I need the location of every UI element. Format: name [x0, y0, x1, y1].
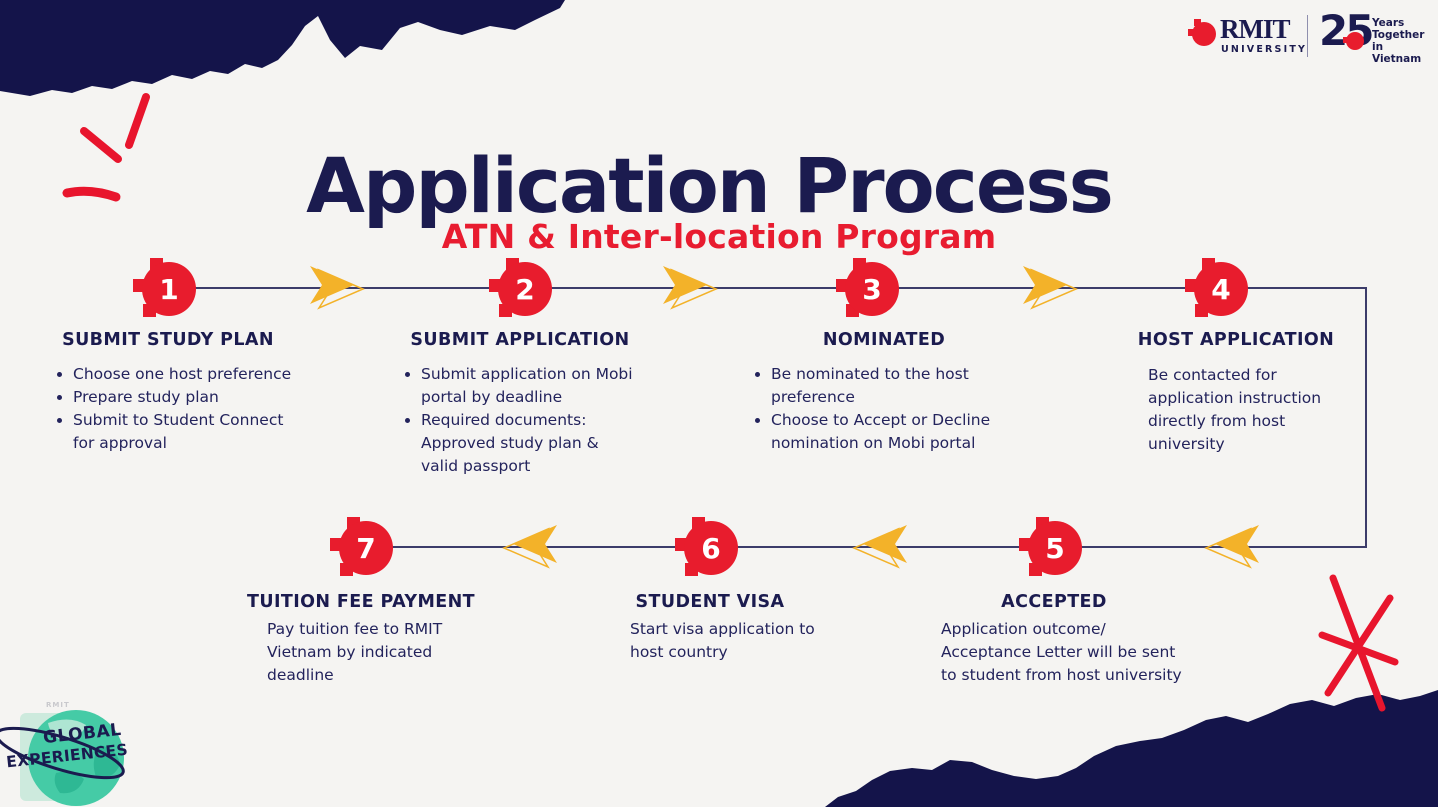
- step-6-badge: 6: [675, 517, 738, 576]
- bullet-item: Required documents: Approved study plan …: [421, 409, 633, 478]
- rmit-pixel-circle-icon: [1188, 19, 1216, 46]
- step-4-title: HOST APPLICATION: [1137, 330, 1335, 350]
- step-6-number: 6: [701, 531, 721, 565]
- logo-divider: [1307, 15, 1308, 57]
- step-7-title: TUITION FEE PAYMENT: [247, 592, 475, 612]
- bullet-item: Choose to Accept or Decline nomination o…: [771, 409, 990, 455]
- step-3-number: 3: [862, 272, 882, 306]
- bullet-item: Submit application on Mobi portal by dea…: [421, 363, 633, 409]
- step-1-badge: 1: [133, 258, 196, 317]
- globe-watermark: RMIT: [46, 701, 70, 709]
- step-4-badge: 4: [1185, 258, 1248, 317]
- step-1-number: 1: [159, 272, 179, 306]
- flow-arrow-right-icon: [310, 266, 365, 310]
- step-1-bullets: Choose one host preference Prepare study…: [56, 363, 291, 455]
- step-3-bullets: Be nominated to the host preference Choo…: [754, 363, 990, 455]
- bullet-item: Be nominated to the host preference: [771, 363, 990, 409]
- global-experiences-logo: RMIT GLOBAL EXPERIENCES: [0, 695, 170, 807]
- step-2-title: SUBMIT APPLICATION: [410, 330, 630, 350]
- bullet-item: Choose one host preference: [73, 363, 291, 386]
- anniversary-25: 25: [1319, 6, 1374, 55]
- torn-paper-bottom-right: [825, 690, 1438, 807]
- flow-arrow-left-icon: [502, 525, 557, 569]
- page-title: Application Process: [306, 140, 1114, 230]
- step-2-number: 2: [515, 272, 535, 306]
- step-5-title: ACCEPTED: [1001, 592, 1107, 612]
- step-5-number: 5: [1045, 531, 1065, 565]
- step-1-title: SUBMIT STUDY PLAN: [62, 330, 274, 350]
- torn-paper-top-left: [0, 0, 565, 96]
- rmit-wordmark: RMIT: [1220, 14, 1290, 44]
- step-4-text: Be contacted for application instruction…: [1148, 366, 1322, 453]
- step-3-badge: 3: [836, 258, 899, 317]
- step-2-badge: 2: [489, 258, 552, 317]
- step-7-badge: 7: [330, 517, 393, 576]
- flow-arrow-left-icon: [1204, 525, 1259, 569]
- orbit-ring-icon: [0, 726, 125, 780]
- step-3-title: NOMINATED: [822, 330, 946, 350]
- anniversary-pixel-circle-icon: [1343, 32, 1364, 50]
- step-7-text: Pay tuition fee to RMIT Vietnam by indic…: [267, 620, 443, 684]
- globe-icon: [0, 710, 125, 806]
- bullet-item: Prepare study plan: [73, 386, 291, 409]
- step-4-number: 4: [1211, 272, 1231, 306]
- sparkle-doodle-icon: [62, 93, 150, 202]
- step-5-text: Application outcome/ Acceptance Letter w…: [941, 620, 1182, 684]
- flow-arrow-right-icon: [663, 266, 718, 310]
- step-5-badge: 5: [1019, 517, 1082, 576]
- flow-arrow-right-icon: [1023, 266, 1078, 310]
- rmit-university-label: UNIVERSITY: [1221, 44, 1308, 55]
- flow-arrow-left-icon: [852, 525, 907, 569]
- page-subtitle: ATN & Inter-location Program: [441, 217, 997, 257]
- step-6-text: Start visa application to host country: [630, 620, 815, 661]
- bullet-item: Submit to Student Connect for approval: [73, 409, 291, 455]
- step-2-bullets: Submit application on Mobi portal by dea…: [404, 363, 633, 478]
- step-6-title: STUDENT VISA: [635, 592, 785, 612]
- anniversary-tagline: Years Together in Vietnam: [1372, 17, 1425, 65]
- step-7-number: 7: [356, 531, 376, 565]
- rmit-logo: RMIT UNIVERSITY 25 Years Together in Vie…: [1188, 6, 1432, 65]
- asterisk-doodle-icon: [1318, 574, 1399, 712]
